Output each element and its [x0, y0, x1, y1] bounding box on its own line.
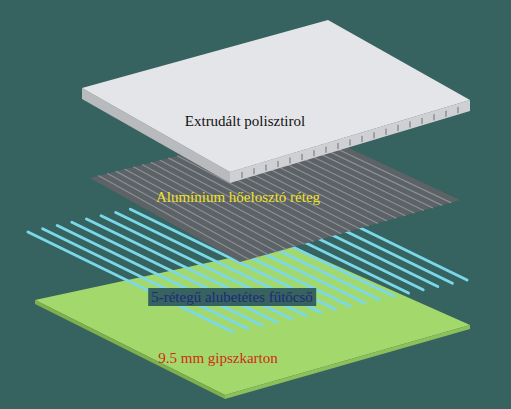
stroke — [373, 133, 375, 138]
stroke — [421, 118, 423, 123]
stroke — [28, 232, 233, 332]
stroke — [337, 144, 339, 149]
layer-node: Alumínium hőelosztó réteg — [156, 188, 320, 206]
stroke — [409, 122, 411, 127]
stroke — [325, 147, 327, 152]
stroke — [385, 129, 387, 134]
stroke — [433, 115, 435, 120]
stroke — [397, 126, 399, 131]
stroke — [253, 169, 255, 174]
pipe-label: 5-rétegű alubetétes fűtőcső — [148, 288, 316, 306]
stroke — [349, 140, 351, 145]
layer-label: Alumínium hőelosztó réteg — [156, 189, 320, 205]
stroke — [445, 111, 447, 116]
layer-node: 9.5 mm gipszkarton — [158, 349, 278, 367]
stroke — [277, 162, 279, 167]
layer-label: 9.5 mm gipszkarton — [158, 350, 278, 366]
polystyrene-slab — [82, 20, 470, 172]
stroke — [301, 154, 303, 159]
layer-label: Extrudált polisztirol — [185, 113, 305, 129]
stroke — [241, 172, 243, 177]
stroke — [289, 158, 291, 163]
stroke — [265, 165, 267, 170]
stroke — [313, 151, 315, 156]
stroke — [457, 108, 459, 113]
stroke — [361, 136, 363, 141]
layer-node: Extrudált polisztirol — [185, 112, 305, 130]
